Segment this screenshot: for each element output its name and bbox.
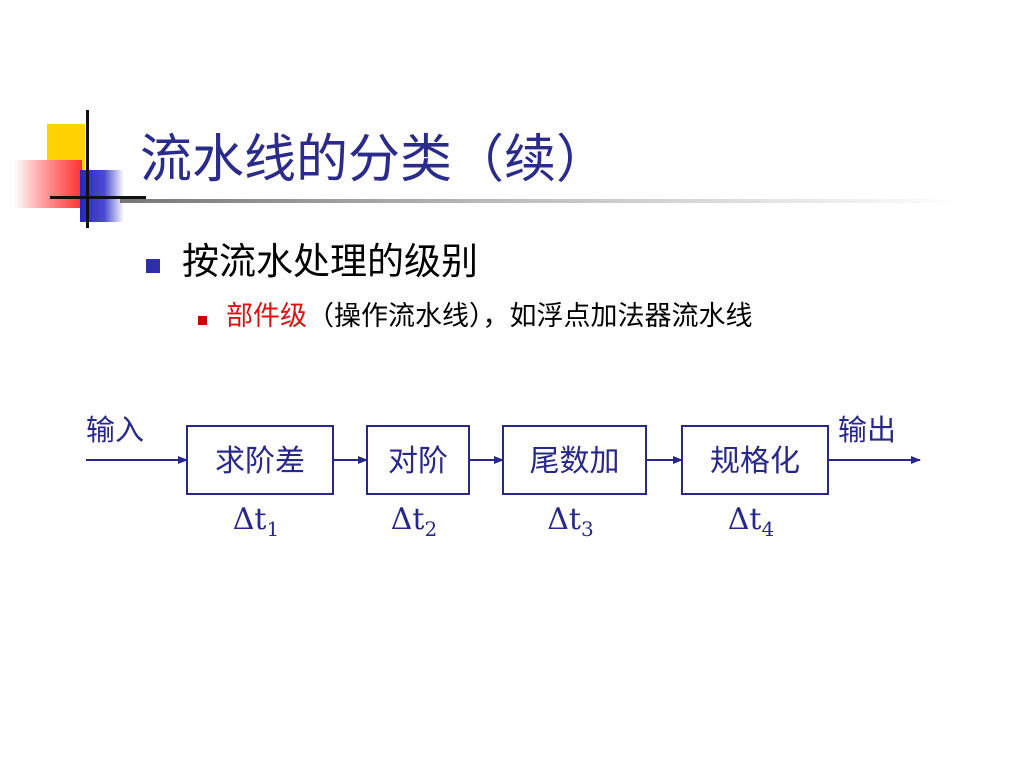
- stage-time: Δt4: [728, 502, 774, 541]
- stage-time-subscript: 3: [581, 517, 594, 541]
- stage-box: [502, 425, 647, 495]
- stage-label: 规格化: [710, 444, 800, 479]
- stage-time: Δt3: [547, 502, 593, 541]
- stage-time: Δt2: [391, 502, 437, 541]
- stage-box: [186, 425, 334, 495]
- bullet-text-level-1: 按流水处理的级别: [182, 240, 478, 283]
- title-underline: [120, 199, 960, 203]
- output-label: 输出: [838, 413, 896, 447]
- sub-bullet-square-icon: [198, 316, 207, 325]
- slide-title: 流水线的分类（续）: [140, 130, 609, 190]
- stage-time-subscript: 4: [762, 517, 775, 541]
- stage-box: [681, 425, 829, 495]
- stage-box: [366, 425, 470, 495]
- sub-bullet-text: （操作流水线），如浮点加法器流水线: [307, 301, 753, 332]
- logo-vertical-line: [86, 110, 89, 228]
- bullet-text-level-2: 部件级（操作流水线），如浮点加法器流水线: [226, 298, 753, 336]
- stage-time: Δt1: [233, 502, 279, 541]
- stage-time-subscript: 2: [425, 517, 438, 541]
- stage-time-subscript: 1: [267, 517, 280, 541]
- logo-red-square: [14, 160, 82, 208]
- logo-horizontal-line: [50, 196, 146, 199]
- stage-label: 对阶: [388, 444, 448, 479]
- highlight-text: 部件级: [226, 301, 307, 332]
- input-label: 输入: [86, 413, 144, 447]
- stage-label: 尾数加: [530, 444, 620, 479]
- bullet-square-icon: [146, 259, 160, 273]
- stage-label: 求阶差: [215, 444, 305, 479]
